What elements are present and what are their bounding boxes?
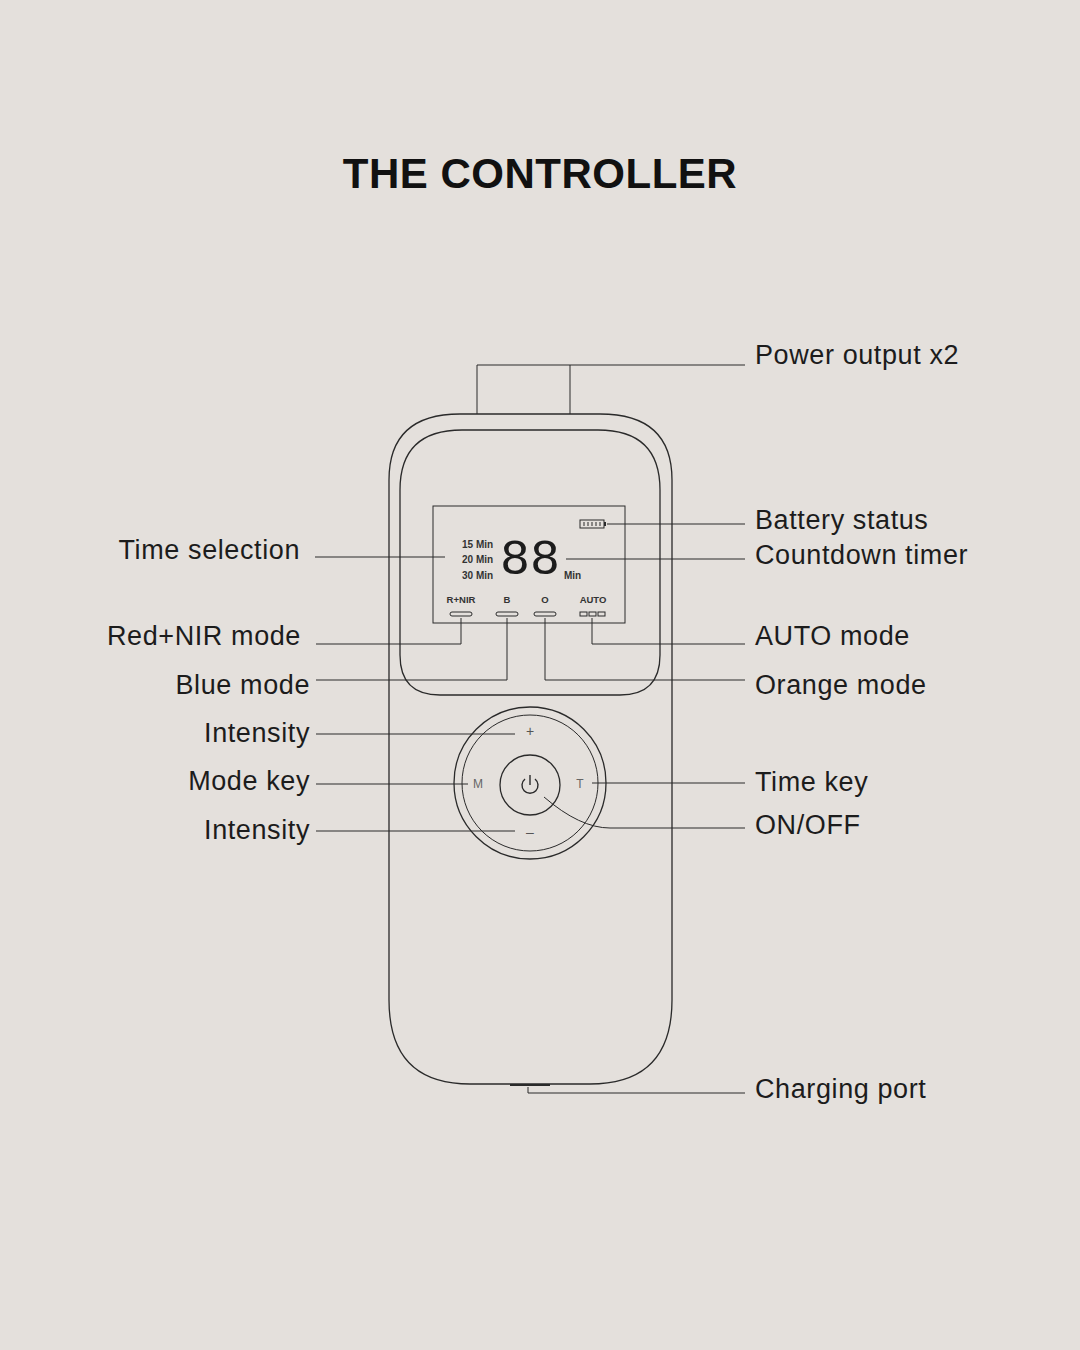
indicator-pill [496,612,518,616]
page-title: THE CONTROLLER [0,150,1080,198]
button-ring [454,707,606,859]
indicator-pill [450,612,472,616]
callout-label: Orange mode [755,672,927,699]
power-button [500,755,560,815]
mode-indicator: AUTO [580,595,607,605]
callout-label: Intensity [204,720,310,747]
callout-label: Power output x2 [755,342,959,369]
callout-label: Battery status [755,507,928,534]
indicator-pill [534,612,556,616]
auto-indicator [580,612,587,616]
callout-label: Intensity [204,817,310,844]
callout-label: Blue mode [176,672,310,699]
callout-label: ON/OFF [755,812,861,839]
time-option: 20 Min [462,555,493,565]
callout-label: Time key [755,769,868,796]
callout-label: Red+NIR mode [107,623,301,650]
callout-label: Charging port [755,1076,926,1103]
callout-label: Countdown timer [755,542,968,569]
callout-label: AUTO mode [755,623,910,650]
time-option: 15 Min [462,540,493,550]
button-symbol: + [526,724,534,738]
timer-unit: Min [564,571,581,581]
mode-indicator: O [541,595,548,605]
callout-label: Mode key [188,768,310,795]
time-option: 30 Min [462,571,493,581]
button-symbol: M [473,778,483,790]
controller-head [400,430,660,695]
timer-digits: 88 [500,536,560,586]
button-symbol: – [526,825,534,839]
button-symbol: T [576,778,583,790]
callout-label: Time selection [119,537,300,564]
lcd-screen [433,506,625,623]
mode-indicator: B [504,595,511,605]
controller-body [389,414,672,1084]
leader-lines [315,365,745,1093]
battery-icon [580,520,604,528]
mode-indicator: R+NIR [447,595,476,605]
